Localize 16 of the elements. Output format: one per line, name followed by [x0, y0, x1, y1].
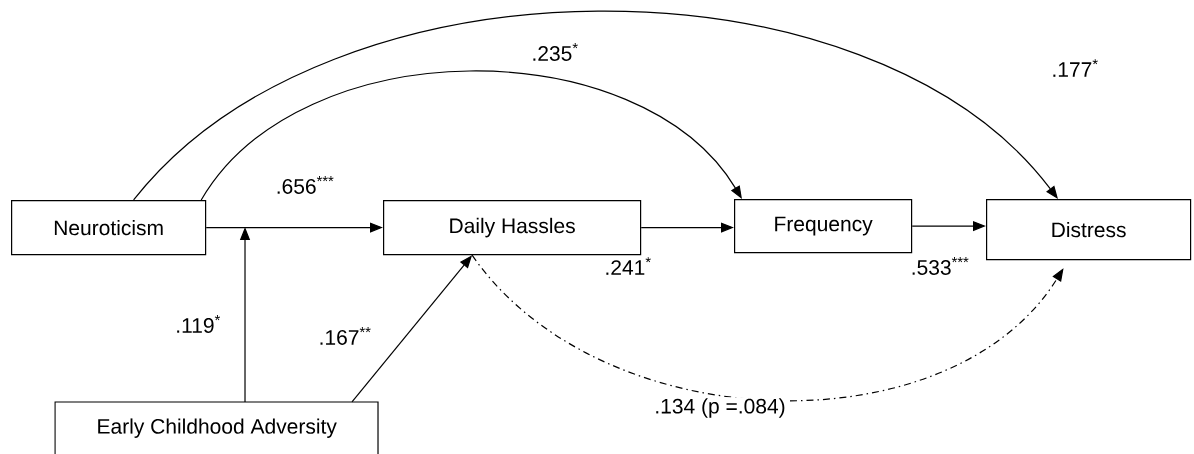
edge-label: .235$^{*}$ [530, 42, 580, 62]
box: Neuroticism [11, 200, 207, 256]
edge-label: .134 (p =.084) [653, 397, 787, 419]
arrow [471, 254, 1064, 402]
box: Distress [986, 199, 1192, 261]
edge-label: .177$^{*}$ [1050, 58, 1100, 78]
edge-label: .241$^{*}$ [603, 256, 653, 276]
edge-label: .656$^{***}$ [274, 175, 336, 195]
box: Daily Hassles [383, 200, 642, 256]
box: Frequency [734, 199, 913, 254]
edge-label: .119$^{*}$ [174, 314, 222, 334]
arrow [200, 70, 742, 201]
edge-label: .533$^{***}$ [909, 256, 971, 276]
arrow [133, 10, 1058, 201]
edge-label: .167$^{**}$ [317, 326, 373, 346]
box: Early Childhood Adversity [54, 401, 379, 454]
